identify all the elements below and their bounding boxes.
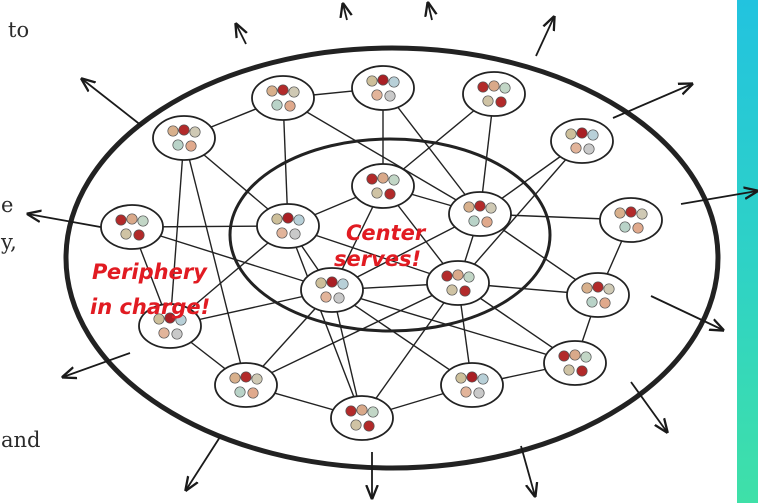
team-cluster-icon <box>567 273 629 317</box>
outward-arrow-icon <box>236 24 246 44</box>
team-cluster-icon <box>352 164 414 208</box>
team-cluster-icon <box>352 66 414 110</box>
team-cluster-icon <box>544 341 606 385</box>
team-cluster-icon <box>252 76 314 120</box>
outward-arrow-icon <box>613 84 692 118</box>
team-cluster-icon <box>153 116 215 160</box>
outward-arrow-icon <box>521 446 535 496</box>
outward-arrow-icon <box>82 79 142 126</box>
team-cluster-icon <box>551 119 613 163</box>
outward-arrow-icon <box>536 17 554 56</box>
label-periphery-line2: in charge! <box>90 295 210 319</box>
outward-arrow-icon <box>681 191 757 204</box>
team-cluster-icon <box>449 192 511 236</box>
outward-arrow-icon <box>186 437 220 490</box>
outward-arrow-icon <box>343 4 347 20</box>
team-cluster-icon <box>427 261 489 305</box>
team-cluster-icon <box>101 205 163 249</box>
label-center-line1: Center <box>346 221 427 245</box>
outward-arrow-icon <box>28 214 106 228</box>
team-cluster-icon <box>463 72 525 116</box>
team-cluster-icon <box>600 198 662 242</box>
label-center-line2: serves! <box>334 247 421 271</box>
team-cluster-icon <box>301 268 363 312</box>
label-periphery-line1: Periphery <box>92 260 208 284</box>
outward-arrow-icon <box>428 3 432 20</box>
team-cluster-icon <box>331 396 393 440</box>
team-cluster-icon <box>257 204 319 248</box>
team-cluster-icon <box>215 363 277 407</box>
team-cluster-icon <box>441 363 503 407</box>
